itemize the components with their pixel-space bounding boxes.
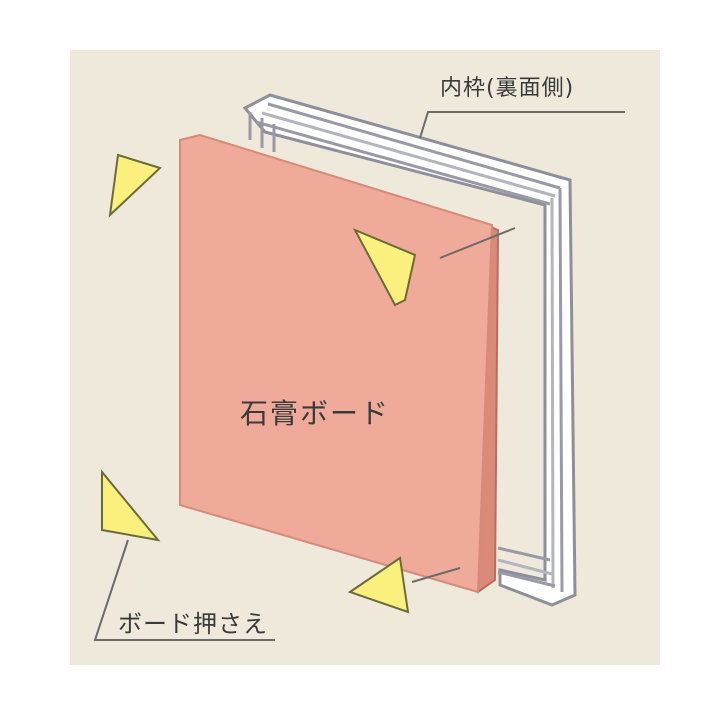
leader-lines: [93, 111, 625, 641]
board-presser-label: ボード押さえ: [118, 610, 268, 638]
inner-frame-rail: [497, 558, 553, 576]
board-presser-bottom-left: [101, 469, 161, 542]
inner-frame-rail: [497, 546, 551, 562]
board-presser-bottom-right: [347, 556, 410, 614]
gypsum-board-face: [179, 133, 494, 594]
inner-frame-label: 内枠(裏面側): [440, 76, 575, 101]
board-presser-on-board: [352, 228, 417, 307]
board-presser-top-left: [108, 153, 162, 218]
inner-frame-rail: [558, 187, 564, 593]
inner-frame-rail: [255, 120, 551, 206]
inner-frame-rail: [497, 570, 556, 588]
leader-presser-on-board: [439, 227, 516, 259]
leader-inner-frame: [419, 111, 625, 139]
leader-board-presser: [93, 539, 275, 641]
leader-presser-bottom-right: [411, 567, 461, 583]
gypsum-board-label: 石膏ボード: [240, 397, 391, 430]
gypsum-board: [179, 133, 500, 594]
inner-frame-outer: [242, 93, 577, 607]
inner-frame-rail: [550, 197, 555, 589]
inner-frame-rail: [261, 111, 556, 198]
board-pressers: [101, 153, 417, 614]
inner-frame: [242, 93, 577, 607]
inner-frame-rail: [267, 102, 561, 190]
